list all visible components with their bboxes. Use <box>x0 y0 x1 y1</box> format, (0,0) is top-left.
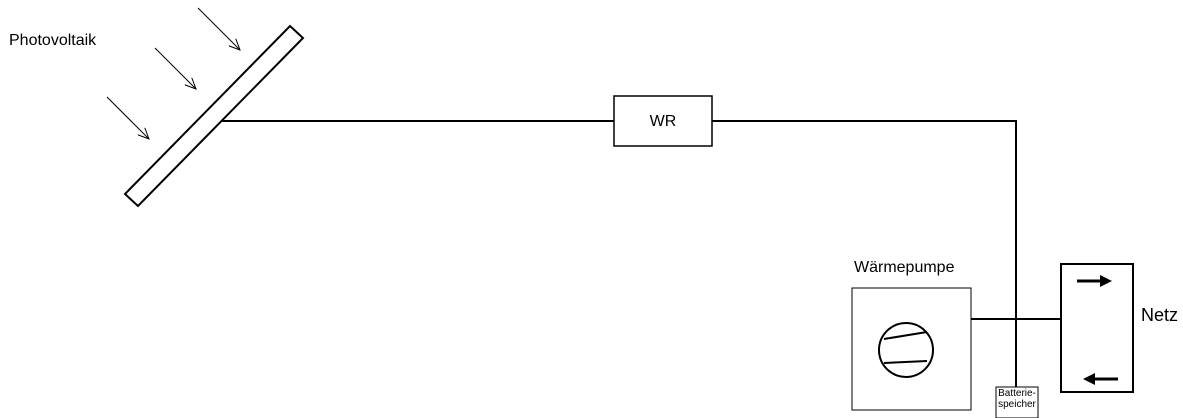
wr-label: WR <box>649 113 677 130</box>
photovoltaik-label: Photovoltaik <box>9 32 97 49</box>
sun-ray-arrow-icon <box>197 7 240 50</box>
netz-box <box>1060 263 1134 393</box>
waermepumpe-label: Wärmepumpe <box>854 259 955 276</box>
arrow-right-icon <box>1077 275 1112 287</box>
heatpump-box <box>851 287 972 411</box>
wr-box <box>613 95 713 147</box>
pv-panel-icon <box>123 24 305 208</box>
sun-ray-arrow-icon <box>154 47 196 89</box>
batteriespeicher-label: Batterie- speicher <box>998 388 1036 410</box>
battery-box <box>995 386 1039 418</box>
compressor-icon <box>878 322 934 378</box>
wr-to-bus-line <box>712 120 1017 388</box>
arrow-left-icon <box>1083 373 1118 385</box>
sun-ray-arrow-icon <box>106 96 149 139</box>
wiring <box>222 120 1061 388</box>
sun-rays <box>106 7 240 139</box>
netz-label: Netz <box>1141 305 1179 325</box>
